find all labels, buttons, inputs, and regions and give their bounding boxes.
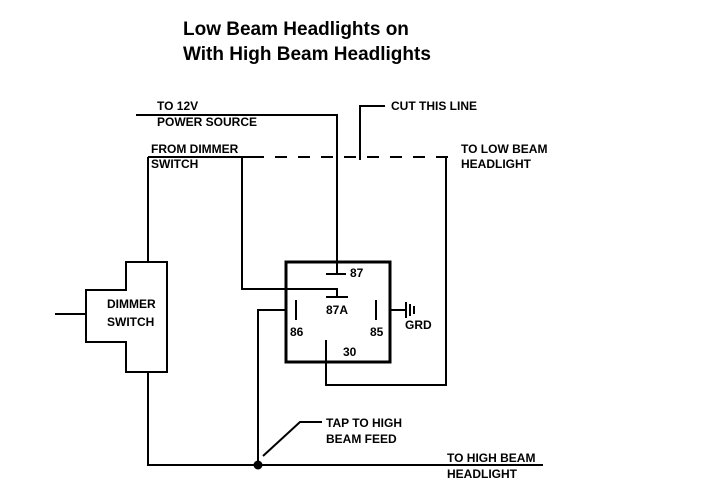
tap-label-line-2: BEAM FEED bbox=[326, 432, 397, 446]
high-beam-label-line-2: HEADLIGHT bbox=[447, 467, 518, 481]
power-wire bbox=[136, 114, 338, 274]
tap-junction-dot bbox=[253, 460, 263, 470]
relay-pin-30-label: 30 bbox=[343, 345, 357, 359]
low-beam-return-wire bbox=[325, 157, 447, 386]
relay-pin-87a-label: 87A bbox=[326, 303, 348, 317]
high-beam-wire bbox=[147, 372, 543, 466]
wire-to-87a bbox=[241, 157, 338, 296]
title-line-1: Low Beam Headlights on bbox=[183, 19, 409, 40]
ground-icon bbox=[405, 302, 415, 318]
cut-marker-line bbox=[359, 105, 385, 160]
relay: 87 87A 86 85 30 bbox=[284, 260, 392, 364]
from-dimmer-label-line-1: FROM DIMMER bbox=[151, 142, 239, 156]
tap-label-line-1: TAP TO HIGH bbox=[326, 416, 402, 430]
high-beam-label-line-1: TO HIGH BEAM bbox=[447, 451, 535, 465]
dimmer-switch-body bbox=[85, 261, 168, 373]
tap-pointer-line bbox=[262, 421, 322, 457]
dimmer-switch-label-line-1: DIMMER bbox=[107, 297, 156, 311]
low-beam-label-line-1: TO LOW BEAM bbox=[461, 142, 547, 156]
relay-pin-87-label: 87 bbox=[350, 266, 364, 280]
from-dimmer-label-line-2: SWITCH bbox=[151, 157, 198, 171]
title-line-2: With High Beam Headlights bbox=[183, 44, 431, 65]
power-label-line-2: POWER SOURCE bbox=[157, 115, 257, 129]
cut-line-label: CUT THIS LINE bbox=[391, 99, 477, 113]
ground-label: GRD bbox=[405, 318, 432, 332]
relay-pin-86-label: 86 bbox=[290, 325, 304, 339]
relay-pin-85-label: 85 bbox=[370, 325, 384, 339]
low-beam-label-line-2: HEADLIGHT bbox=[461, 157, 532, 171]
tap-wire bbox=[257, 309, 285, 465]
dimmer-switch-label-line-2: SWITCH bbox=[107, 315, 154, 329]
power-label-line-1: TO 12V bbox=[157, 99, 198, 113]
relay-body bbox=[284, 260, 392, 364]
